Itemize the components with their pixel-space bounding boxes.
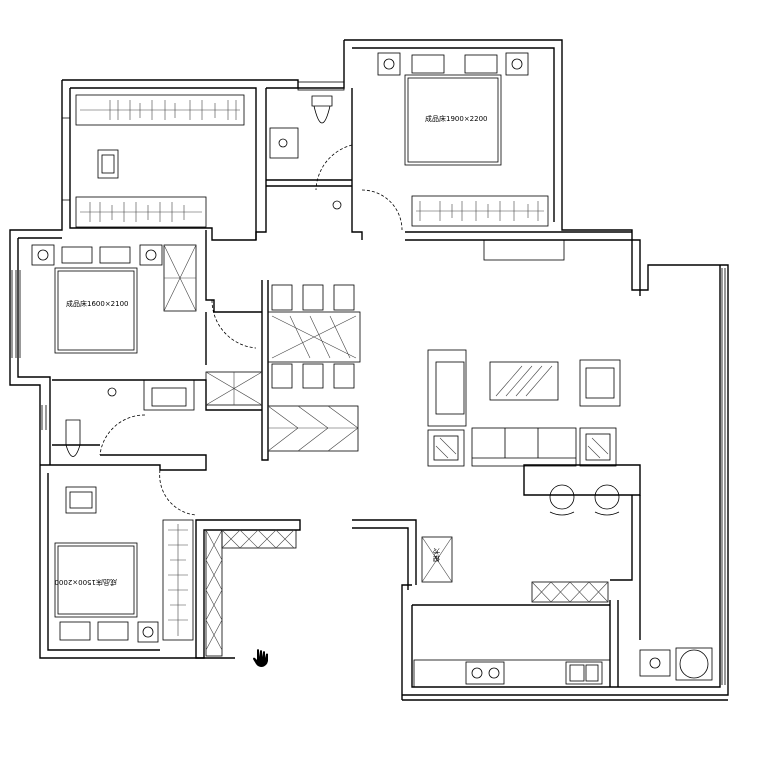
fridge-label: 冰箱 (432, 548, 441, 562)
third-bed: 成品床1500×2000 (55, 542, 159, 643)
windows (11, 81, 726, 685)
second-bed-label: 成品床1600×2100 (66, 299, 129, 308)
hand-pointer-icon (253, 649, 268, 667)
living-room-furniture (427, 349, 621, 516)
second-bed: 成品床1600×2100 (31, 244, 197, 354)
master-bed: 成品床1900×2200 (377, 52, 529, 166)
wardrobe-third (162, 519, 194, 641)
desk-chairs (65, 149, 119, 514)
master-bed-label: 成品床1900×2200 (425, 114, 488, 123)
wardrobe-master (411, 195, 549, 227)
third-bed-label: 成品床1500×2000 (55, 578, 118, 587)
dining-set (205, 284, 361, 452)
bathroom-fixtures (65, 95, 342, 457)
balcony-fixtures (639, 647, 713, 681)
doors (99, 144, 403, 516)
wardrobe-top-left (75, 94, 245, 228)
kitchen: 冰箱 (205, 529, 611, 688)
